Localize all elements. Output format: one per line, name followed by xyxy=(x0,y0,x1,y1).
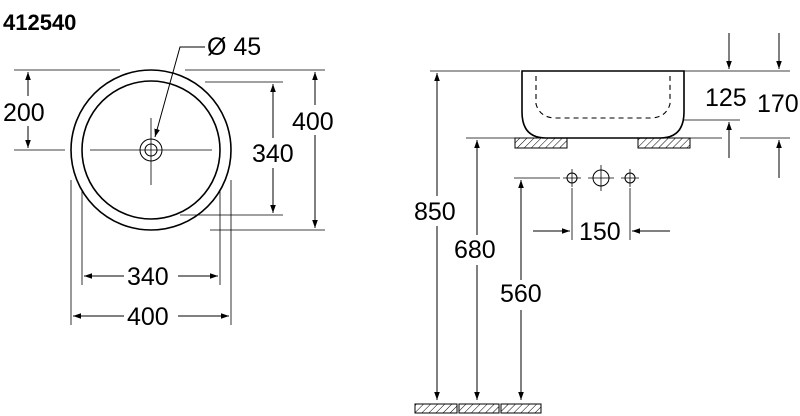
tap-spacing-label: 150 xyxy=(579,218,621,246)
floor-block xyxy=(414,403,458,414)
outer-width-label: 400 xyxy=(127,303,169,331)
tap-hole-center xyxy=(588,165,614,191)
inner-width-label: 340 xyxy=(127,263,169,291)
counter-height-label: 850 xyxy=(414,198,456,226)
basin-body xyxy=(521,70,685,139)
floor-block xyxy=(500,403,542,414)
basin-inner-rim xyxy=(81,80,221,220)
drain-leader xyxy=(154,46,205,138)
countertop-section-right xyxy=(637,137,691,149)
product-code: 412540 xyxy=(3,10,76,35)
drain-diameter-label: Ø 45 xyxy=(207,33,261,61)
side-view: 150 125 170 850 680 560 xyxy=(412,33,799,414)
basin-interior-outline xyxy=(535,76,671,119)
tap-hole-right xyxy=(621,169,639,187)
floor-block xyxy=(458,403,500,414)
total-height-label: 170 xyxy=(757,90,799,118)
inner-height-label: 340 xyxy=(252,140,294,168)
tap-hole-left xyxy=(563,169,581,187)
tap-height-label: 560 xyxy=(500,280,542,308)
radius-label: 200 xyxy=(3,99,45,127)
basin-outer-rim xyxy=(70,69,232,231)
outer-height-label: 400 xyxy=(292,108,334,136)
bowl-height-label: 125 xyxy=(705,84,747,112)
drain-height-label: 680 xyxy=(454,236,496,264)
top-view: Ø 45 200 400 340 340 400 xyxy=(0,33,342,331)
countertop-section-left xyxy=(514,137,568,149)
